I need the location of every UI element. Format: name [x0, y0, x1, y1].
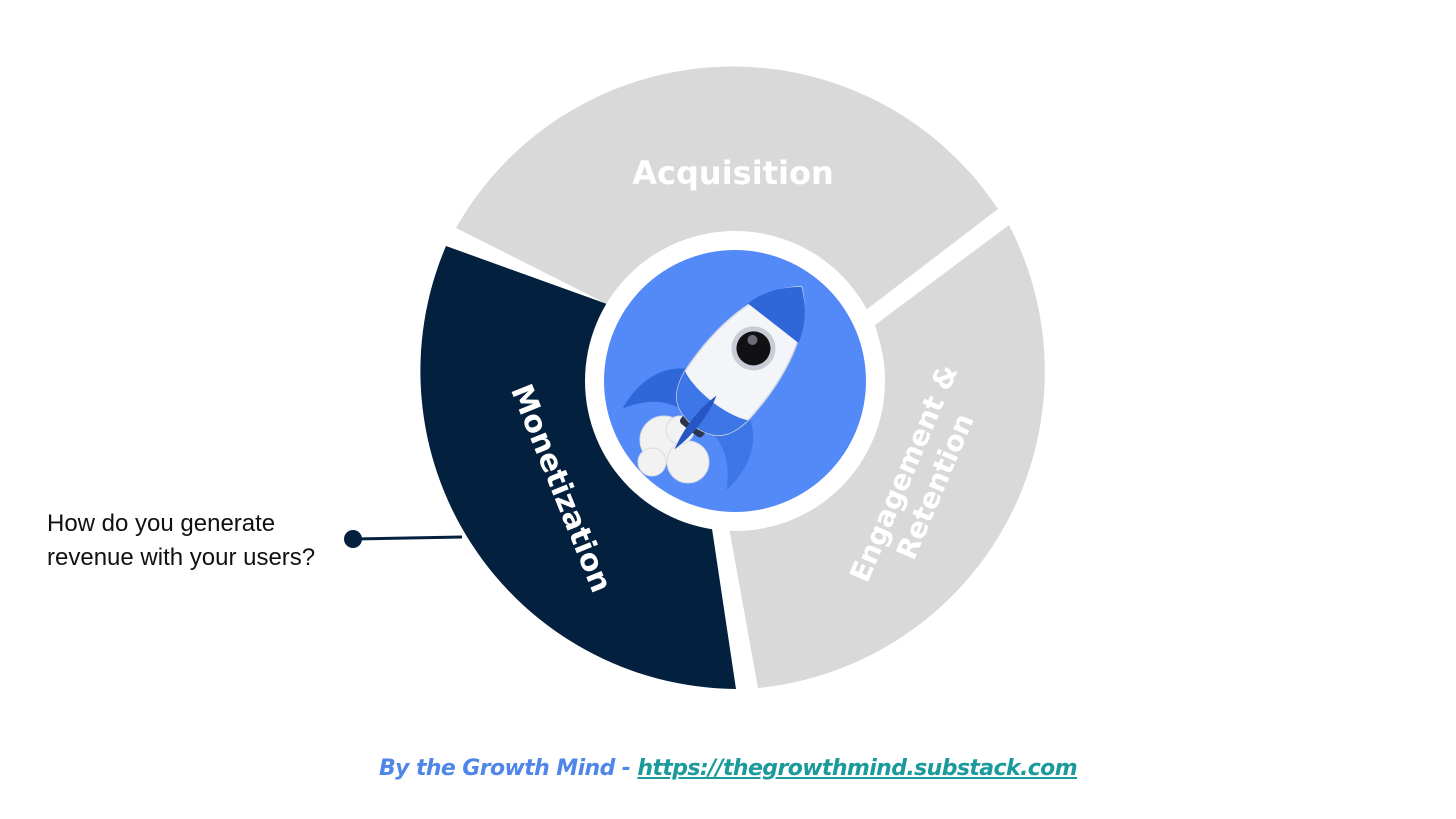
callout-connector-line — [352, 535, 463, 541]
callout-line-1: How do you generate — [47, 510, 276, 537]
segment-engagement-retention[interactable] — [728, 225, 1045, 688]
footer-link[interactable]: https://thegrowthmind.substack.com — [637, 756, 1078, 781]
segment-acquisition[interactable] — [456, 66, 998, 313]
callout-connector-dot — [344, 530, 362, 548]
segment-monetization[interactable] — [420, 246, 736, 689]
segment-label-acquisition: Acquisition — [632, 154, 833, 192]
footer-credit: By the Growth Mind - https://thegrowthmi… — [0, 756, 1456, 781]
rocket-icon — [622, 286, 805, 490]
callout-question: How do you generate revenue with your us… — [47, 507, 347, 575]
callout-line-2: revenue with your users? — [47, 544, 316, 571]
footer-prefix: By the Growth Mind - — [378, 756, 638, 781]
